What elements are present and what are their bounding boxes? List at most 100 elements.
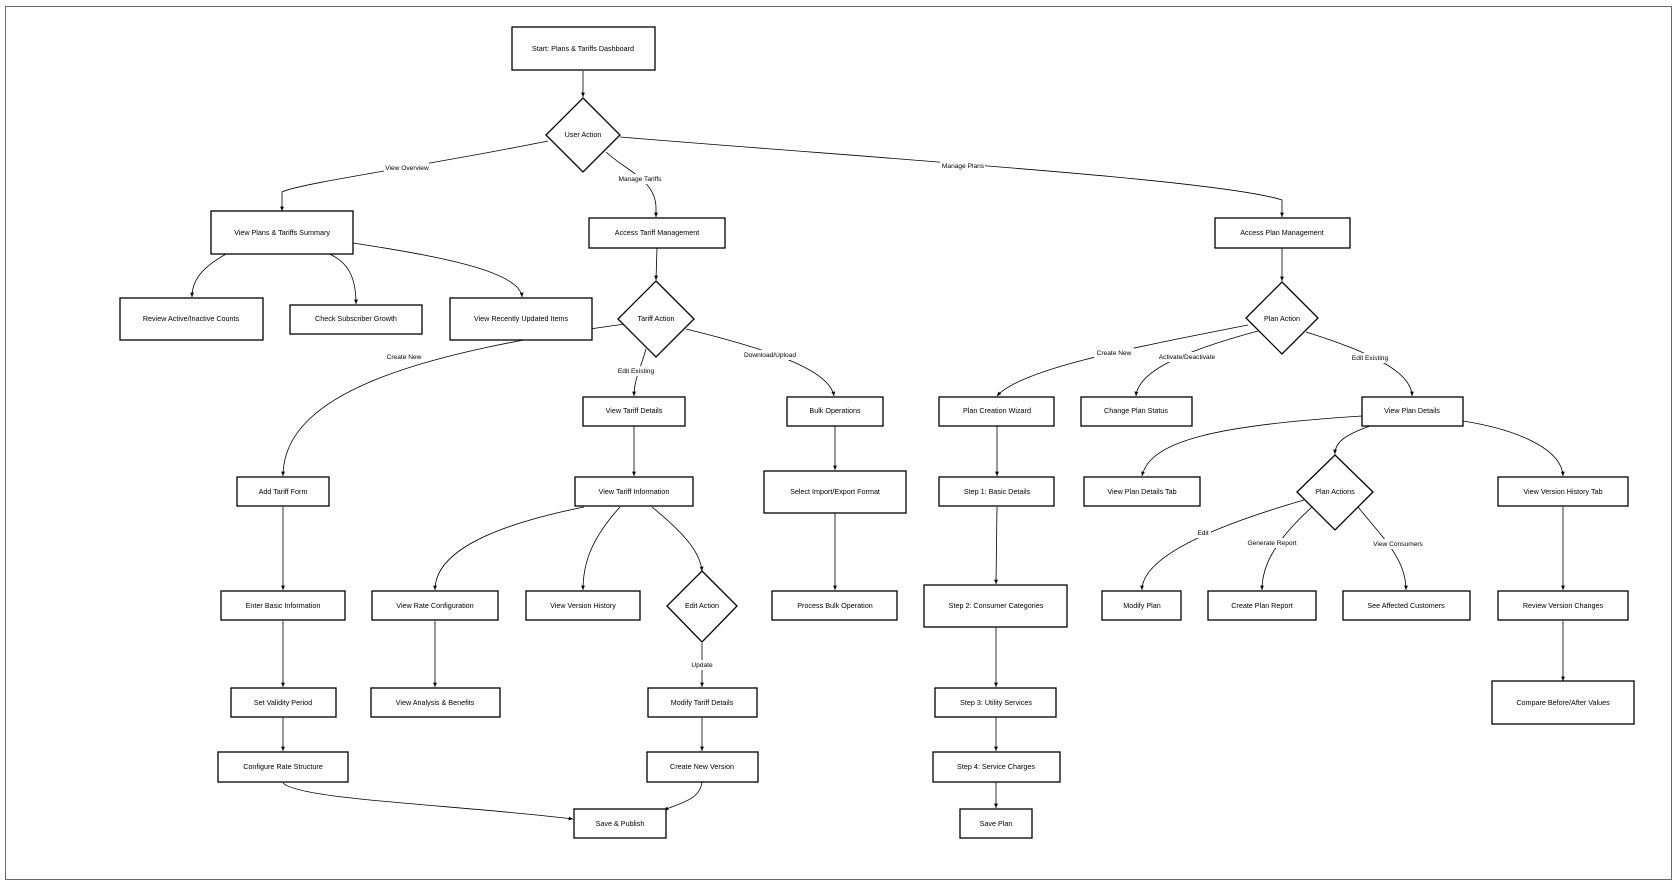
node-change-status: [1080, 396, 1193, 427]
edge-summary-checkgrowth: [326, 252, 358, 305]
edge-label-edit-existing-tariff: Edit Existing: [618, 368, 655, 375]
node-edit-action: [666, 570, 738, 643]
label-review-counts: Review Active/Inactive Counts: [143, 314, 240, 323]
node-review-counts: [119, 297, 264, 341]
node-start: [511, 26, 656, 71]
label-step3: Step 3: Utility Services: [960, 698, 1032, 707]
label-view-tariff-info: View Tariff Information: [599, 487, 670, 496]
edge-viewinfo-editaction: [651, 506, 704, 572]
edge-planaction-viewplandetails: [1305, 331, 1414, 397]
label-edit-action: Edit Action: [685, 601, 719, 610]
node-plan-details-tab: [1083, 476, 1201, 507]
edge-useraction-accessplan: [619, 136, 1284, 217]
edge-tariffaction-bulk: [685, 328, 836, 397]
label-add-tariff-form: Add Tariff Form: [259, 487, 308, 496]
node-enter-basic: [220, 590, 346, 621]
edge-planaction-wizard: [996, 324, 1249, 397]
node-affected-customers: [1342, 590, 1471, 621]
label-tariff-action: Tariff Action: [637, 314, 674, 323]
node-user-action: [545, 97, 621, 173]
edge-label-view-overview: View Overview: [385, 165, 429, 172]
label-start: Start: Plans & Tariffs Dashboard: [532, 44, 634, 53]
label-review-version: Review Version Changes: [1523, 601, 1604, 610]
label-save-plan: Save Plan: [980, 819, 1013, 828]
diagram-frame: [5, 6, 1672, 880]
edge-tariffaction-addform: [281, 323, 626, 477]
node-add-tariff-form: [236, 476, 330, 507]
edge-label-manage-plans: Manage Plans: [942, 163, 985, 170]
label-step4: Step 4: Service Charges: [957, 762, 1035, 771]
node-create-report: [1207, 590, 1317, 621]
label-version-history: View Version History: [550, 601, 616, 610]
node-labels: Start: Plans & Tariffs Dashboard User Ac…: [143, 44, 1610, 828]
edge-summary-recentitems: [352, 242, 524, 298]
node-review-version: [1497, 590, 1629, 621]
label-plan-details-tab: View Plan Details Tab: [1107, 487, 1176, 496]
label-user-action: User Action: [565, 130, 602, 139]
edge-ratestructure-savepublish: [282, 782, 574, 821]
edge-planactions-affected: [1357, 506, 1408, 591]
edges: [190, 71, 1565, 821]
node-version-history-tab: [1497, 476, 1629, 507]
label-plan-action: Plan Action: [1264, 314, 1300, 323]
node-process-bulk: [771, 590, 898, 621]
label-rate-structure: Configure Rate Structure: [243, 762, 323, 771]
edge-useraction-accesstariff: [605, 151, 658, 217]
label-recent-items: View Recently Updated Items: [474, 314, 569, 323]
node-select-format: [763, 470, 907, 514]
node-new-version: [646, 751, 759, 783]
edge-label-update: Update: [691, 662, 713, 669]
edge-planaction-changestatus: [1134, 330, 1259, 397]
node-compare-values: [1491, 680, 1635, 725]
label-analysis-benefits: View Analysis & Benefits: [396, 698, 475, 707]
edge-planactions-createreport: [1260, 506, 1313, 591]
node-step1: [938, 476, 1055, 507]
edge-viewplandetails-detailstab: [1141, 415, 1363, 477]
node-modify-plan: [1101, 590, 1182, 621]
edge-planactions-modifyplan: [1140, 499, 1305, 591]
label-affected-customers: See Affected Customers: [1367, 601, 1445, 610]
edge-viewinfo-rateconfig: [433, 506, 585, 591]
node-access-plan: [1214, 217, 1351, 249]
edge-label-manage-tariffs: Manage Tariffs: [618, 176, 662, 183]
label-view-summary: View Plans & Tariffs Summary: [234, 228, 330, 237]
edge-label-view-consumers: View Consumers: [1373, 541, 1423, 548]
label-enter-basic: Enter Basic Information: [246, 601, 321, 610]
edge-label-generate-report: Generate Report: [1247, 540, 1296, 547]
label-change-status: Change Plan Status: [1104, 406, 1168, 415]
label-save-publish: Save & Publish: [596, 819, 645, 828]
node-validity-period: [230, 687, 337, 718]
label-step1: Step 1: Basic Details: [964, 487, 1031, 496]
node-step4: [932, 751, 1061, 783]
edge-labels: View Overview Manage Tariffs Manage Plan…: [384, 161, 1424, 670]
node-save-plan: [959, 808, 1033, 839]
edge-step1-step2: [994, 506, 998, 585]
label-view-plan-details: View Plan Details: [1384, 406, 1440, 415]
node-view-summary: [210, 210, 354, 255]
node-save-publish: [573, 808, 667, 839]
edge-label-activate-deactivate: Activate/Deactivate: [1159, 354, 1216, 361]
node-step3: [934, 687, 1057, 718]
label-version-history-tab: View Version History Tab: [1523, 487, 1602, 496]
label-process-bulk: Process Bulk Operation: [797, 601, 873, 610]
node-bulk-operations: [786, 396, 884, 427]
edge-accesstariff-tariffaction: [654, 247, 659, 281]
node-view-plan-details: [1361, 396, 1464, 427]
label-rate-config: View Rate Configuration: [396, 601, 473, 610]
node-analysis-benefits: [370, 687, 501, 718]
label-access-tariff: Access Tariff Management: [615, 228, 699, 237]
edge-summary-reviewcounts: [190, 252, 229, 298]
label-plan-wizard: Plan Creation Wizard: [963, 406, 1031, 415]
edge-label-create-new-tariff: Create New: [387, 354, 422, 361]
label-create-report: Create Plan Report: [1231, 601, 1293, 610]
edge-viewinfo-versionhistory: [581, 506, 621, 591]
node-step2: [923, 584, 1068, 628]
node-version-history: [525, 590, 641, 621]
node-plan-wizard: [938, 396, 1055, 427]
label-access-plan: Access Plan Management: [1240, 228, 1324, 237]
node-tariff-action: [617, 280, 695, 358]
node-rate-structure: [217, 751, 349, 783]
label-bulk-operations: Bulk Operations: [809, 406, 861, 415]
node-modify-tariff: [647, 687, 758, 718]
